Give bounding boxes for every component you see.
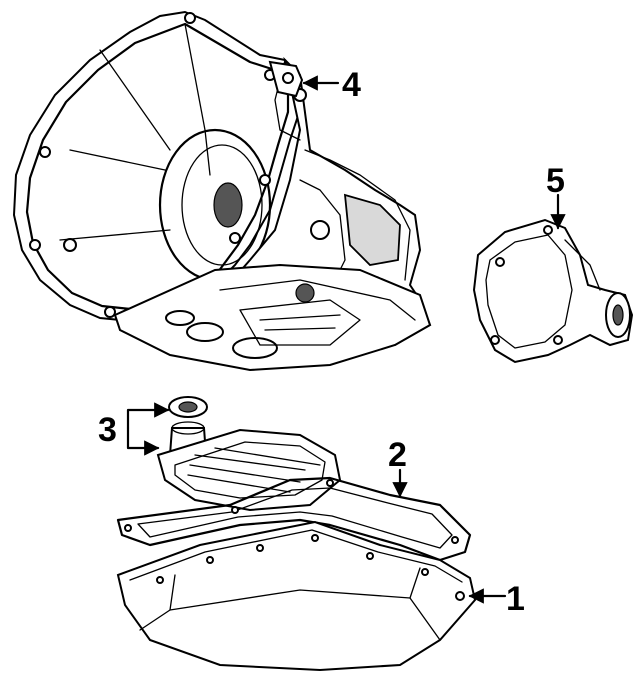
pan-gasket: [116, 476, 472, 562]
transmission-case: [12, 10, 432, 372]
callout-1: 1: [506, 580, 525, 618]
filter-assembly: [156, 396, 342, 512]
callout-5: 5: [546, 162, 565, 200]
callout-2: 2: [388, 436, 407, 474]
leader-lines: [126, 75, 566, 604]
extension-housing: [472, 218, 634, 364]
callout-4: 4: [342, 66, 361, 104]
oil-pan: [116, 520, 477, 672]
callout-3: 3: [98, 411, 117, 449]
